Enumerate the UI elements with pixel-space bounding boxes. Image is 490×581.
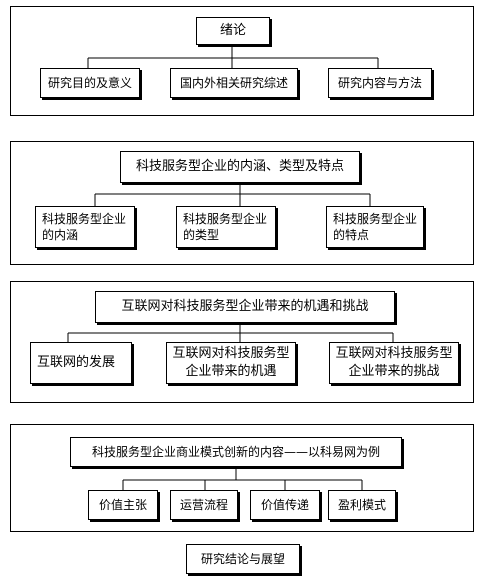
- intro-child-text-1: 研究目的及意义: [47, 75, 132, 90]
- innovation-child-text-2: 运营流程: [179, 497, 228, 512]
- concept-title-text: 科技服务型企业的内涵、类型及特点: [135, 159, 344, 175]
- concept-child-text-3: 科技服务型企业的特点: [333, 211, 418, 242]
- intro-child-node-3: 研究内容与方法: [328, 68, 432, 98]
- internet-title-text: 互联网对科技服务型企业带来的机遇和挑战: [121, 299, 369, 315]
- conclusion-text: 研究结论与展望: [200, 551, 285, 566]
- innovation-child-node-4: 盈利模式: [328, 490, 396, 520]
- concept-child-node-1: 科技服务型企业的内涵: [35, 206, 135, 248]
- internet-child-text-2: 互联网对科技服务型企业带来的机遇: [172, 346, 290, 379]
- intro-child-node-2: 国内外相关研究综述: [170, 68, 298, 98]
- intro-child-text-2: 国内外相关研究综述: [179, 75, 288, 90]
- innovation-child-node-3: 价值传递: [250, 490, 320, 520]
- concept-title-node: 科技服务型企业的内涵、类型及特点: [120, 151, 360, 183]
- concept-child-node-3: 科技服务型企业的特点: [326, 206, 424, 248]
- intro-title-text: 绪论: [219, 23, 246, 39]
- conclusion-node: 研究结论与展望: [186, 544, 300, 574]
- internet-child-node-3: 互联网对科技服务型企业带来的挑战: [329, 342, 459, 384]
- innovation-child-text-3: 价值传递: [260, 497, 309, 512]
- innovation-child-text-4: 盈利模式: [337, 497, 386, 512]
- internet-child-text-1: 互联网的发展: [37, 355, 116, 371]
- innovation-child-node-2: 运营流程: [170, 490, 238, 520]
- innovation-title-text: 科技服务型企业商业模式创新的内容——以科易网为例: [91, 444, 380, 459]
- concept-child-node-2: 科技服务型企业的类型: [176, 206, 276, 248]
- innovation-child-node-1: 价值主张: [88, 490, 158, 520]
- internet-child-node-1: 互联网的发展: [30, 342, 132, 384]
- intro-child-text-3: 研究内容与方法: [337, 75, 422, 90]
- innovation-child-text-1: 价值主张: [98, 497, 147, 512]
- concept-child-text-1: 科技服务型企业的内涵: [42, 211, 127, 242]
- internet-title-node: 互联网对科技服务型企业带来的机遇和挑战: [95, 291, 395, 323]
- concept-child-text-2: 科技服务型企业的类型: [183, 211, 268, 242]
- innovation-title-node: 科技服务型企业商业模式创新的内容——以科易网为例: [70, 437, 402, 467]
- internet-child-text-3: 互联网对科技服务型企业带来的挑战: [335, 346, 453, 379]
- intro-child-node-1: 研究目的及意义: [40, 68, 140, 98]
- internet-child-node-2: 互联网对科技服务型企业带来的机遇: [166, 342, 296, 384]
- intro-title-node: 绪论: [196, 17, 270, 45]
